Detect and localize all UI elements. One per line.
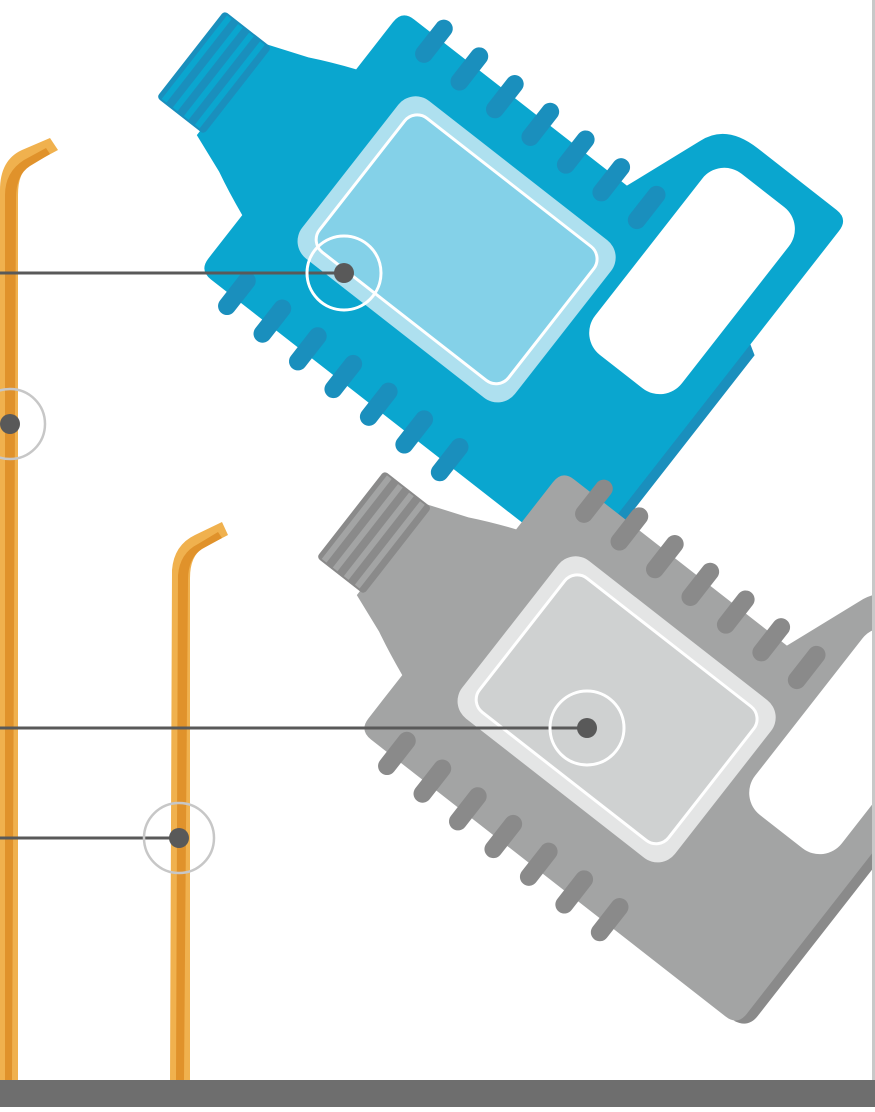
- blue-oil-jug: [77, 0, 857, 588]
- left-oil-stream: [0, 138, 58, 1080]
- right-oil-stream: [170, 522, 228, 1080]
- base-bar: [0, 1080, 875, 1107]
